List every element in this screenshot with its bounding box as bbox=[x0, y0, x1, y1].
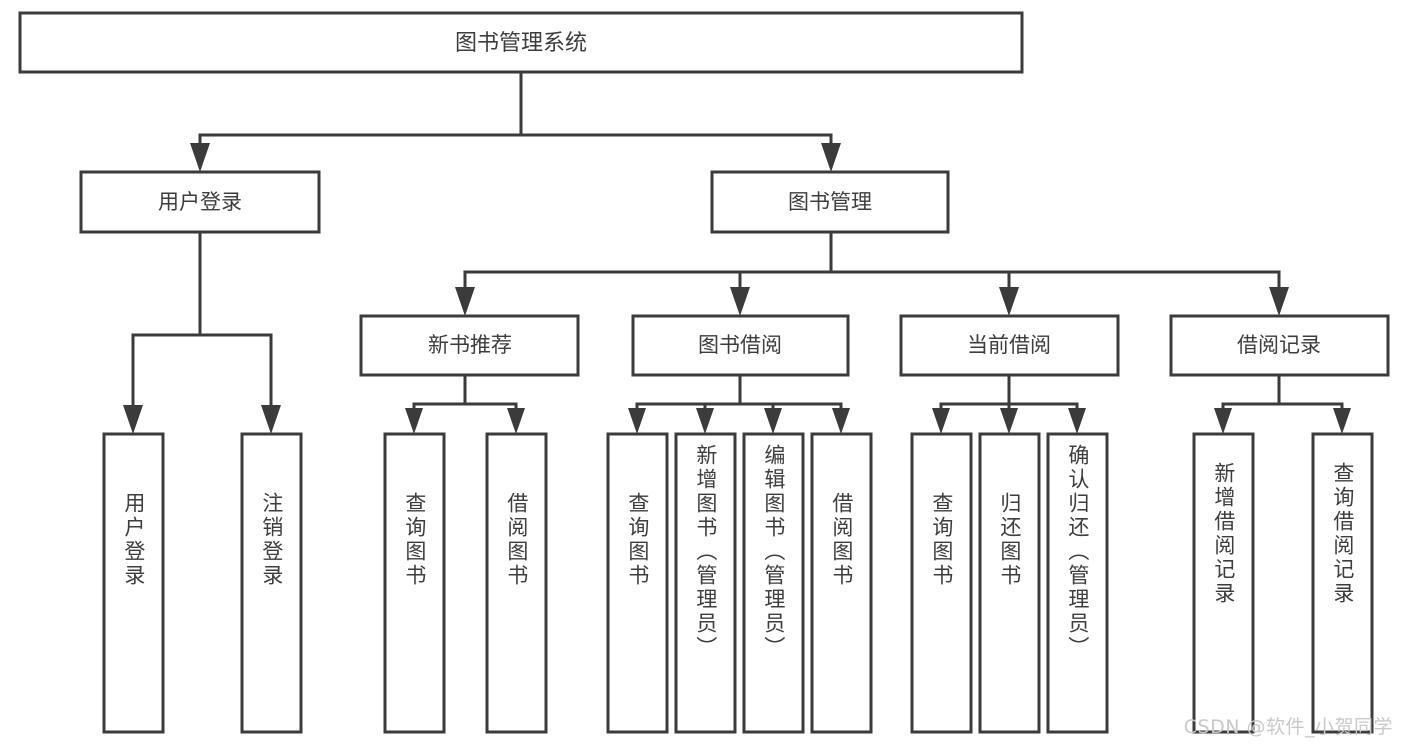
arrow-head-bb-leaf-4 bbox=[832, 408, 850, 434]
leaf-box-query-book-nbr[interactable] bbox=[383, 432, 446, 734]
arrow-head-borrow-records bbox=[1269, 287, 1289, 316]
node-new-book-rec-box[interactable] bbox=[359, 314, 580, 377]
arrow-head-cb-leaf-3 bbox=[1068, 408, 1086, 434]
connector-group-current-borrow bbox=[932, 373, 1086, 434]
node-user-login-label: 用户登录 bbox=[158, 190, 242, 214]
node-root-box[interactable] bbox=[18, 11, 1024, 74]
node-new-book-rec[interactable]: 新书推荐 bbox=[359, 314, 580, 377]
leaf-box-add-borrow-record[interactable] bbox=[1192, 432, 1255, 734]
arrow-head-book-mgmt bbox=[821, 143, 841, 172]
connector-group-root bbox=[190, 70, 841, 172]
arrow-head-cb-leaf-1 bbox=[932, 408, 950, 434]
leaf-box-query-book-bb[interactable] bbox=[606, 432, 669, 734]
arrow-head-nbr-leaf-2 bbox=[507, 408, 525, 434]
arrow-head-bb-leaf-2 bbox=[696, 408, 714, 434]
arrow-head-cb-leaf-2 bbox=[1000, 408, 1018, 434]
arrow-head-bb-leaf-3 bbox=[764, 408, 782, 434]
node-book-borrow-label: 图书借阅 bbox=[698, 333, 782, 357]
connector-group-book-borrow bbox=[628, 373, 850, 434]
node-book-mgmt-label: 图书管理 bbox=[788, 190, 872, 214]
leaf-box-logout[interactable] bbox=[240, 432, 303, 734]
connector-group-borrow-records bbox=[1214, 373, 1351, 434]
leaf-boxes bbox=[102, 432, 1374, 734]
leaf-box-query-borrow-record[interactable] bbox=[1311, 432, 1374, 734]
leaf-box-add-book-admin[interactable] bbox=[674, 432, 737, 734]
arrow-head-bb-leaf-1 bbox=[628, 408, 646, 434]
node-book-borrow[interactable]: 图书借阅 bbox=[631, 314, 850, 377]
leaf-box-borrow-book-bb[interactable] bbox=[810, 432, 873, 734]
node-root-label: 图书管理系统 bbox=[455, 31, 587, 56]
node-current-borrow-box[interactable] bbox=[899, 314, 1120, 377]
node-root[interactable]: 图书管理系统 bbox=[18, 11, 1024, 74]
node-new-book-rec-label: 新书推荐 bbox=[428, 333, 512, 357]
node-user-login[interactable]: 用户登录 bbox=[79, 170, 321, 234]
arrow-head-leaf-logout bbox=[261, 405, 281, 434]
node-book-mgmt[interactable]: 图书管理 bbox=[710, 170, 950, 234]
leaf-box-edit-book-admin[interactable] bbox=[742, 432, 805, 734]
leaf-box-borrow-book-nbr[interactable] bbox=[485, 432, 548, 734]
watermark-text: CSDN @软件_小贺同学 bbox=[1183, 716, 1393, 738]
node-borrow-records[interactable]: 借阅记录 bbox=[1169, 314, 1390, 377]
arrow-head-br-leaf-1 bbox=[1214, 408, 1232, 434]
connector-group-user-login bbox=[123, 230, 281, 434]
connector-group-book-mgmt bbox=[455, 230, 1289, 316]
arrow-head-br-leaf-2 bbox=[1333, 408, 1351, 434]
node-book-mgmt-box[interactable] bbox=[710, 170, 950, 234]
node-current-borrow[interactable]: 当前借阅 bbox=[899, 314, 1120, 377]
arrow-head-current-borrow bbox=[999, 287, 1019, 316]
connector-group-new-book-rec bbox=[405, 373, 525, 434]
node-current-borrow-label: 当前借阅 bbox=[967, 333, 1051, 357]
node-book-borrow-box[interactable] bbox=[631, 314, 850, 377]
node-borrow-records-box[interactable] bbox=[1169, 314, 1390, 377]
arrow-head-nbr-leaf-1 bbox=[405, 408, 423, 434]
leaf-box-return-book[interactable] bbox=[978, 432, 1041, 734]
arrow-head-new-book-rec bbox=[455, 287, 475, 316]
leaf-box-confirm-return-admin[interactable] bbox=[1046, 432, 1109, 734]
arrow-head-leaf-user-login bbox=[123, 405, 143, 434]
leaf-box-query-book-cb[interactable] bbox=[910, 432, 973, 734]
node-borrow-records-label: 借阅记录 bbox=[1237, 333, 1321, 357]
node-user-login-box[interactable] bbox=[79, 170, 321, 234]
arrow-head-user-login bbox=[190, 143, 210, 172]
leaf-box-user-login[interactable] bbox=[102, 432, 165, 734]
arrow-head-book-borrow bbox=[730, 287, 750, 316]
